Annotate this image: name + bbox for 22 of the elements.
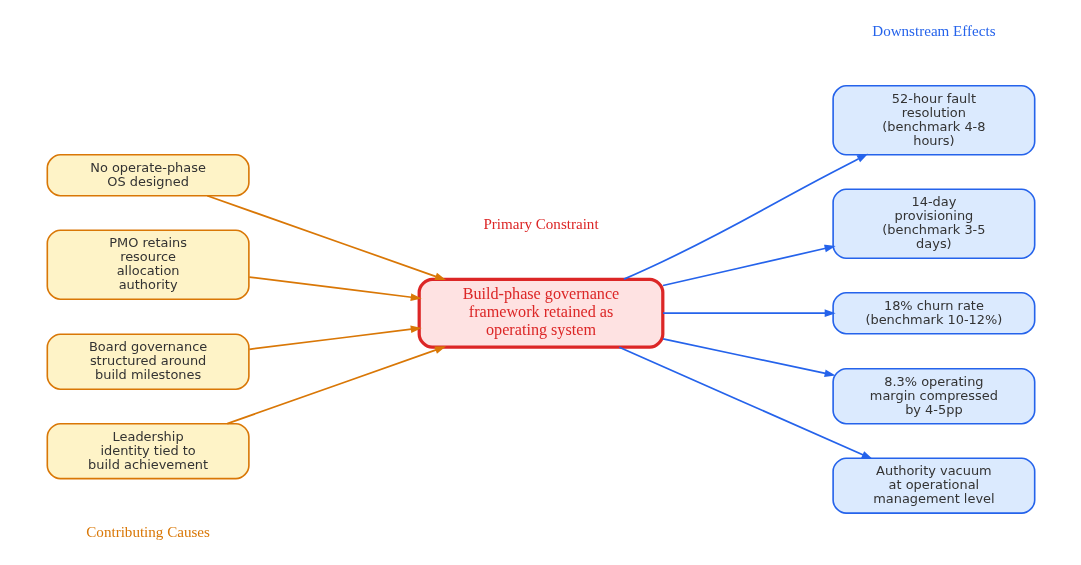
node-box: Leadership identity tied to build achievement — [46, 422, 250, 480]
node-box: 8.3% operating margin compressed by 4-5pp — [831, 367, 1035, 425]
node-box: No operate-phase OS designed — [46, 153, 250, 197]
arrow — [661, 244, 836, 287]
node-box: Build-phase governance framework retained as operating system — [417, 277, 664, 349]
label: Contributing Causes — [85, 524, 210, 541]
arrow — [617, 346, 873, 460]
node-box: 52-hour fault resolution (benchmark 4-8 hours) — [831, 84, 1035, 156]
node-box: PMO retains resource allocation authority — [46, 229, 250, 300]
node-box: Authority vacuum at operational management level — [831, 457, 1035, 514]
arrow — [225, 346, 446, 425]
arrow — [661, 338, 836, 378]
arrow — [205, 194, 446, 281]
node-box: 14-day provisioning (benchmark 3-5 days) — [831, 188, 1035, 260]
label: Downstream Effects — [871, 22, 996, 39]
label: Primary Constraint — [482, 215, 599, 232]
node-box: 18% churn rate (benchmark 10-12%) — [831, 291, 1035, 335]
node-box: Board governance structured around build milestones — [46, 333, 250, 390]
arrow — [247, 325, 422, 351]
arrow — [622, 153, 868, 281]
arrow — [661, 309, 836, 318]
arrow — [247, 276, 422, 301]
